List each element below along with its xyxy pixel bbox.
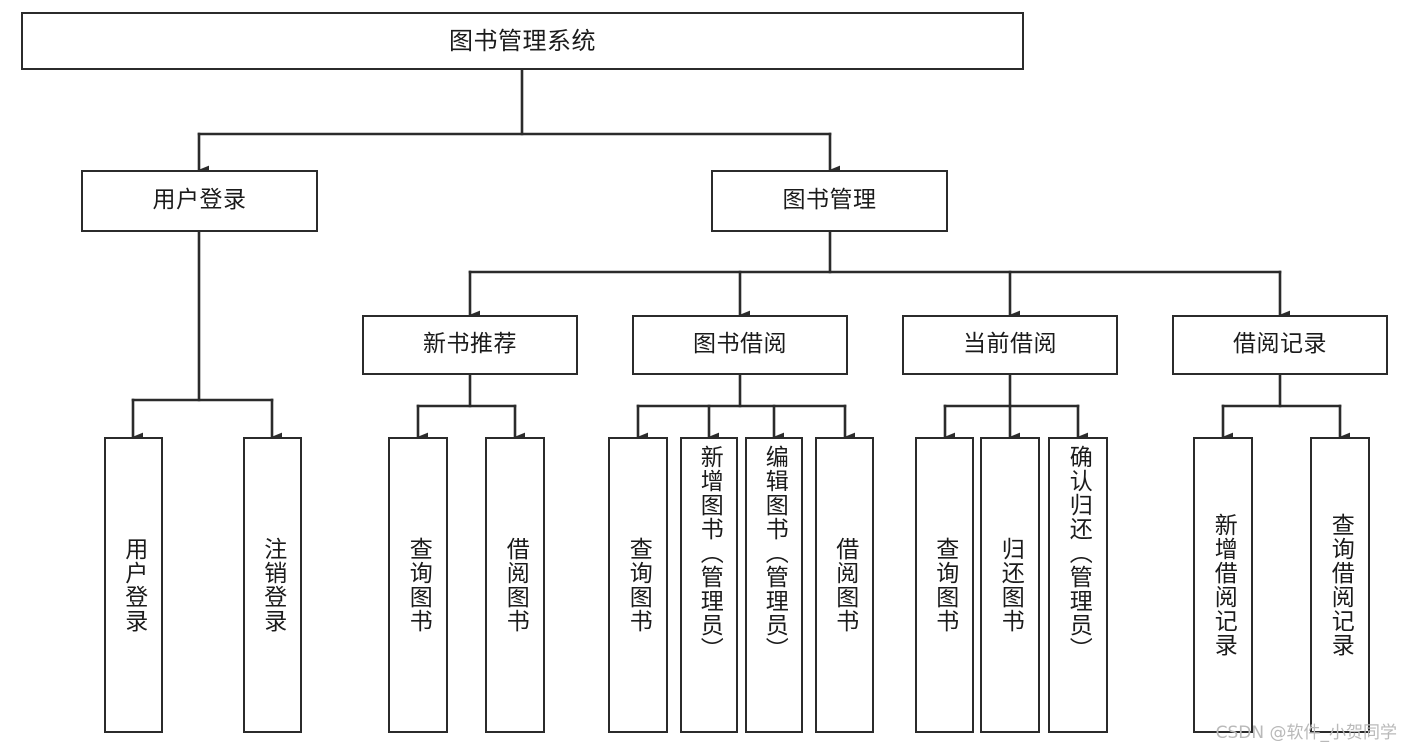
leaf-book-borrow-query-book[interactable]: 查询图书 bbox=[608, 437, 668, 733]
node-new-book-recommend[interactable]: 新书推荐 bbox=[362, 315, 578, 375]
node-label: 用户登录 bbox=[152, 187, 247, 214]
node-label: 新增图书（管理员） bbox=[696, 445, 723, 661]
leaf-borrow-records-add-record[interactable]: 新增借阅记录 bbox=[1193, 437, 1253, 733]
leaf-user-login-login[interactable]: 用户登录 bbox=[104, 437, 163, 733]
node-label: 查询图书 bbox=[405, 537, 432, 633]
node-label: 图书管理系统 bbox=[449, 26, 596, 55]
node-label: 编辑图书（管理员） bbox=[761, 445, 788, 661]
node-root-library-management-system[interactable]: 图书管理系统 bbox=[21, 12, 1024, 70]
leaf-current-borrow-return-book[interactable]: 归还图书 bbox=[980, 437, 1040, 733]
node-label: 借阅图书 bbox=[502, 537, 529, 633]
leaf-current-borrow-confirm-return-admin[interactable]: 确认归还（管理员） bbox=[1048, 437, 1108, 733]
node-label: 新增借阅记录 bbox=[1210, 513, 1237, 657]
node-label: 查询图书 bbox=[931, 537, 958, 633]
leaf-current-borrow-query-book[interactable]: 查询图书 bbox=[915, 437, 974, 733]
leaf-user-login-logout[interactable]: 注销登录 bbox=[243, 437, 302, 733]
leaf-book-borrow-borrow-book[interactable]: 借阅图书 bbox=[815, 437, 874, 733]
node-label: 当前借阅 bbox=[963, 331, 1057, 358]
node-label: 注销登录 bbox=[259, 537, 286, 633]
node-label: 归还图书 bbox=[997, 537, 1024, 633]
node-label: 确认归还（管理员） bbox=[1065, 445, 1092, 661]
node-book-management[interactable]: 图书管理 bbox=[711, 170, 948, 232]
node-label: 借阅图书 bbox=[831, 537, 858, 633]
csdn-watermark: CSDN @软件_小贺同学 bbox=[1215, 723, 1397, 743]
leaf-new-book-query-book[interactable]: 查询图书 bbox=[388, 437, 448, 733]
leaf-book-borrow-edit-book-admin[interactable]: 编辑图书（管理员） bbox=[745, 437, 803, 733]
node-label: 图书借阅 bbox=[693, 331, 787, 358]
node-label: 新书推荐 bbox=[423, 331, 517, 358]
node-label: 查询图书 bbox=[625, 537, 652, 633]
leaf-new-book-borrow-book[interactable]: 借阅图书 bbox=[485, 437, 545, 733]
leaf-book-borrow-add-book-admin[interactable]: 新增图书（管理员） bbox=[680, 437, 738, 733]
node-label: 图书管理 bbox=[782, 187, 877, 214]
node-current-borrow[interactable]: 当前借阅 bbox=[902, 315, 1118, 375]
node-label: 查询借阅记录 bbox=[1327, 513, 1354, 657]
node-borrow-records[interactable]: 借阅记录 bbox=[1172, 315, 1388, 375]
node-label: 用户登录 bbox=[120, 537, 147, 633]
leaf-borrow-records-query-record[interactable]: 查询借阅记录 bbox=[1310, 437, 1370, 733]
node-label: 借阅记录 bbox=[1233, 331, 1327, 358]
node-user-login[interactable]: 用户登录 bbox=[81, 170, 318, 232]
node-book-borrow[interactable]: 图书借阅 bbox=[632, 315, 848, 375]
